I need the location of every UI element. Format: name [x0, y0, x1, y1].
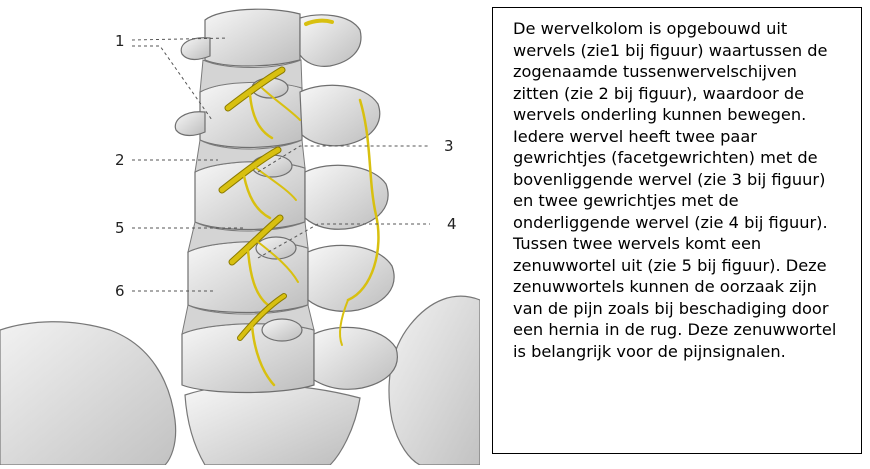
label-1: 1 [115, 34, 125, 49]
spine-illustration: 1 2 3 4 5 6 [0, 0, 480, 465]
process-4 [308, 245, 394, 311]
sacrum [185, 385, 360, 465]
pelvis-left [0, 322, 176, 465]
label-3: 3 [444, 139, 454, 154]
process-3 [305, 165, 388, 229]
facet-4 [262, 319, 302, 341]
vertebra-1 [205, 9, 300, 66]
label-6: 6 [115, 284, 125, 299]
transverse-process-1 [181, 38, 210, 60]
process-5 [314, 327, 397, 389]
label-4: 4 [447, 217, 457, 232]
description-text: De wervelkolom is opgebouwd uit wervels … [513, 18, 847, 362]
pelvis-right [389, 296, 480, 465]
description-box: De wervelkolom is opgebouwd uit wervels … [492, 7, 862, 454]
spine-drawing [0, 0, 480, 465]
label-2: 2 [115, 153, 125, 168]
transverse-process-2 [175, 112, 205, 136]
label-5: 5 [115, 221, 125, 236]
